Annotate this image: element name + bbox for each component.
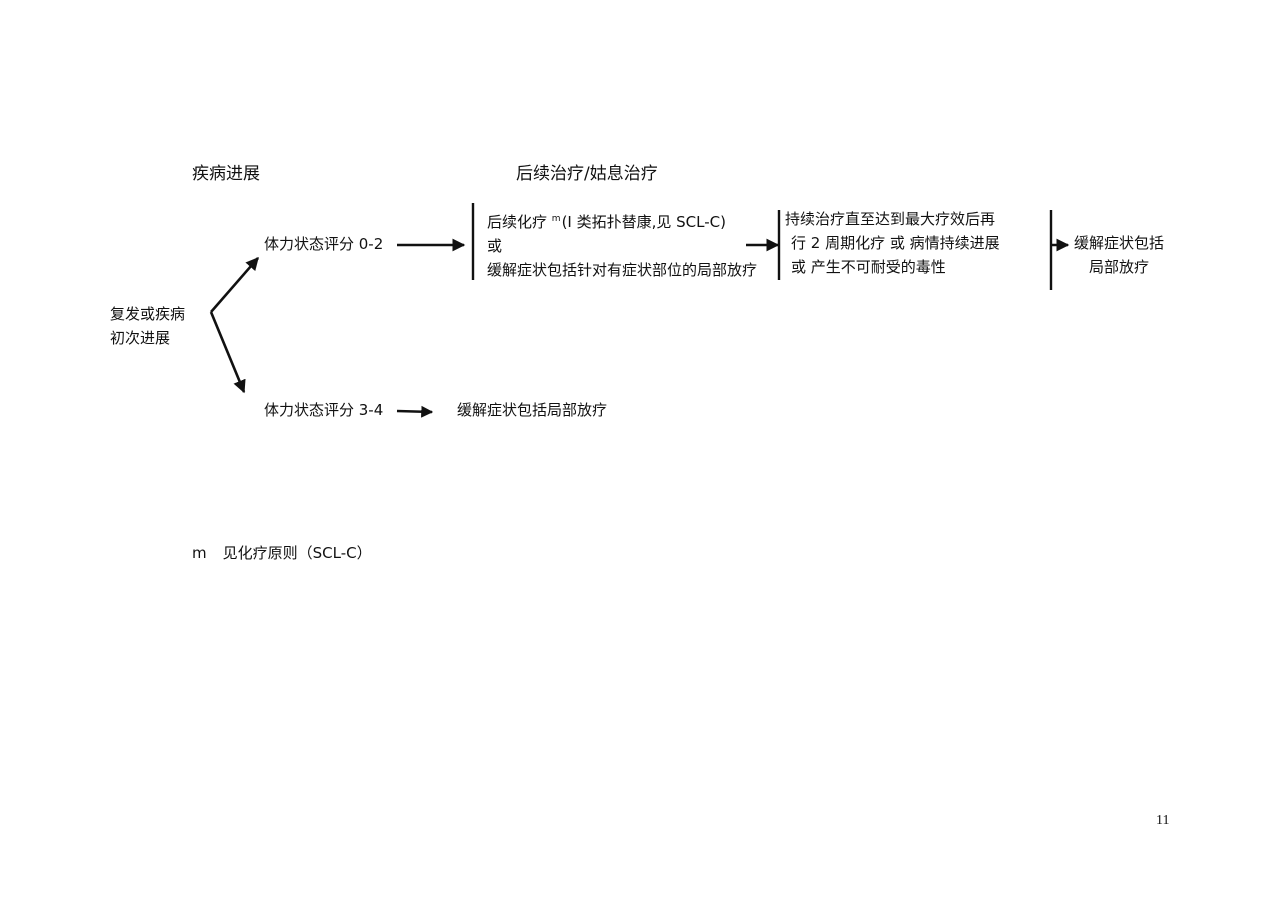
- continuation-line1: 持续治疗直至达到最大疗效后再: [785, 210, 996, 228]
- footnote-marker: m: [192, 544, 207, 562]
- palliative-block: 缓解症状包括 局部放疗: [1070, 231, 1168, 279]
- branch-arrow-up: [210, 257, 259, 313]
- footnote-text: 见化疗原则（SCL-C）: [222, 544, 372, 562]
- subsequent-chemo-palliative-rt: 缓解症状包括针对有症状部位的局部放疗: [487, 261, 758, 279]
- ps-0-2-label: 体力状态评分 0-2: [264, 235, 384, 253]
- poor-ps-treatment: 缓解症状包括局部放疗: [457, 401, 608, 419]
- start-node-line1: 复发或疾病: [110, 305, 186, 323]
- arrow-to-poor-ps-treatment: [396, 405, 434, 418]
- footnote-ref-m: m: [551, 214, 561, 224]
- subsequent-chemo-prefix: 后续化疗: [487, 213, 552, 231]
- subsequent-chemo-detail: (I 类拓扑替康,见 SCL-C): [561, 213, 726, 231]
- palliative-line1: 缓解症状包括: [1073, 234, 1164, 252]
- continuation-line3: 或 产生不可耐受的毒性: [791, 258, 946, 276]
- footnote: m 见化疗原则（SCL-C）: [192, 541, 372, 565]
- branch-arrow-down: [209, 311, 246, 394]
- header-disease-progression: 疾病进展: [192, 164, 260, 184]
- page-number: 11: [1156, 813, 1170, 828]
- ps-3-4-label: 体力状态评分 3-4: [264, 401, 384, 419]
- subsequent-chemo-block: 后续化疗 m(I 类拓扑替康,见 SCL-C) 或 缓解症状包括针对有症状部位的…: [487, 207, 757, 282]
- start-node: 复发或疾病 初次进展: [110, 302, 185, 350]
- subsequent-chemo-or: 或: [487, 237, 503, 255]
- continuation-block: 持续治疗直至达到最大疗效后再 行 2 周期化疗 或 病情持续进展 或 产生不可耐…: [785, 207, 1000, 279]
- header-subsequent-therapy: 后续治疗/姑息治疗: [516, 164, 658, 184]
- subsequent-chemo-line1: 后续化疗 m(I 类拓扑替康,见 SCL-C): [487, 207, 757, 234]
- palliative-line2: 局部放疗: [1088, 258, 1149, 276]
- continuation-line2: 行 2 周期化疗 或 病情持续进展: [791, 234, 1000, 252]
- start-node-line2: 初次进展: [110, 329, 171, 347]
